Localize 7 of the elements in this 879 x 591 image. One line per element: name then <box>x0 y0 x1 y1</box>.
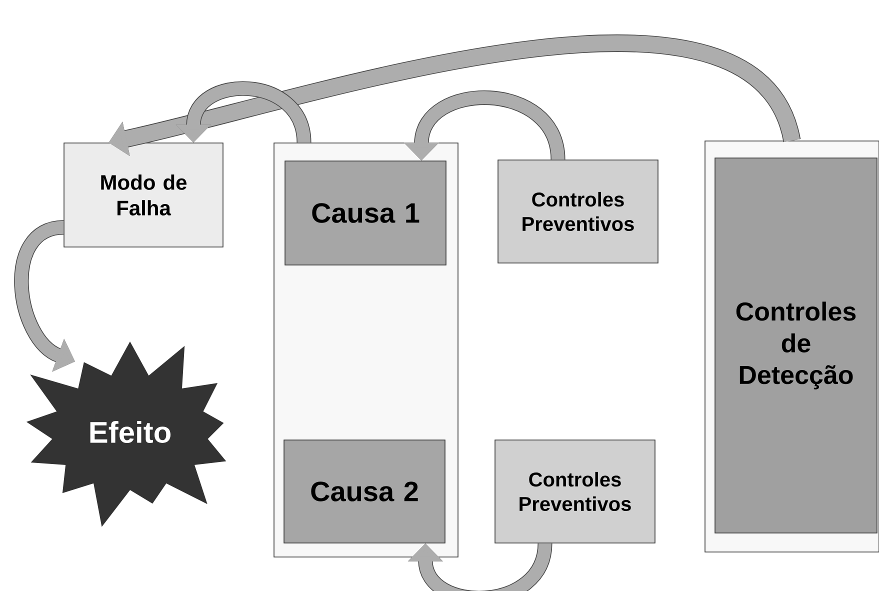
preventive-controls-box: Controles Preventivos <box>494 440 656 544</box>
preventive-controls-box: Controles Preventivos <box>498 160 658 264</box>
failure-mode-box: Modo de Falha <box>64 142 224 248</box>
cause-box: Causa 1 <box>284 160 446 266</box>
detection-controls-box: Controles de Detecção <box>714 158 878 534</box>
curved-block-arrow <box>408 542 552 591</box>
cause-box: Causa 2 <box>284 440 446 544</box>
